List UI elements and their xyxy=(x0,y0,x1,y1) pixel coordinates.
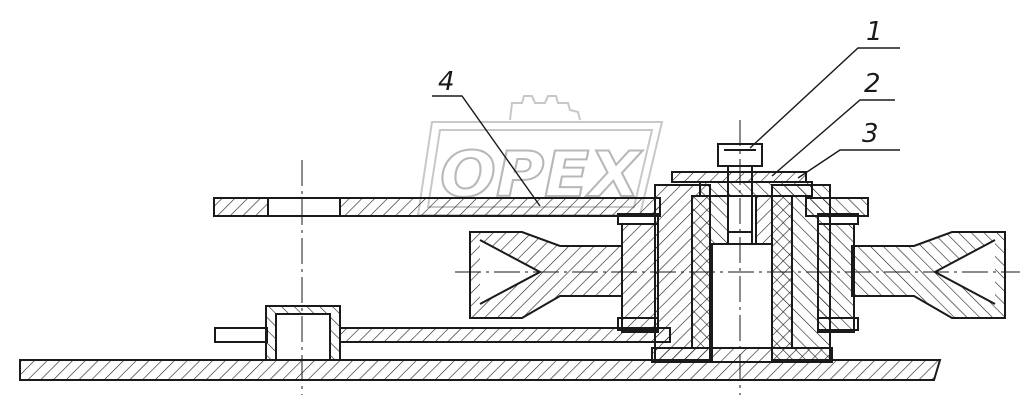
cap-washer xyxy=(699,181,813,197)
upper-plate-hole xyxy=(267,197,341,217)
callout-4: 4 xyxy=(438,67,455,97)
lower-bushing-bore xyxy=(275,313,331,361)
callout-1: 1 xyxy=(866,17,883,47)
washer xyxy=(671,171,807,183)
callout-3: 3 xyxy=(862,119,879,149)
base-plate xyxy=(19,359,942,381)
callout-2: 2 xyxy=(864,69,881,99)
lower-stub xyxy=(214,327,268,343)
leader-lines xyxy=(432,47,900,207)
hub-housing xyxy=(651,184,833,363)
